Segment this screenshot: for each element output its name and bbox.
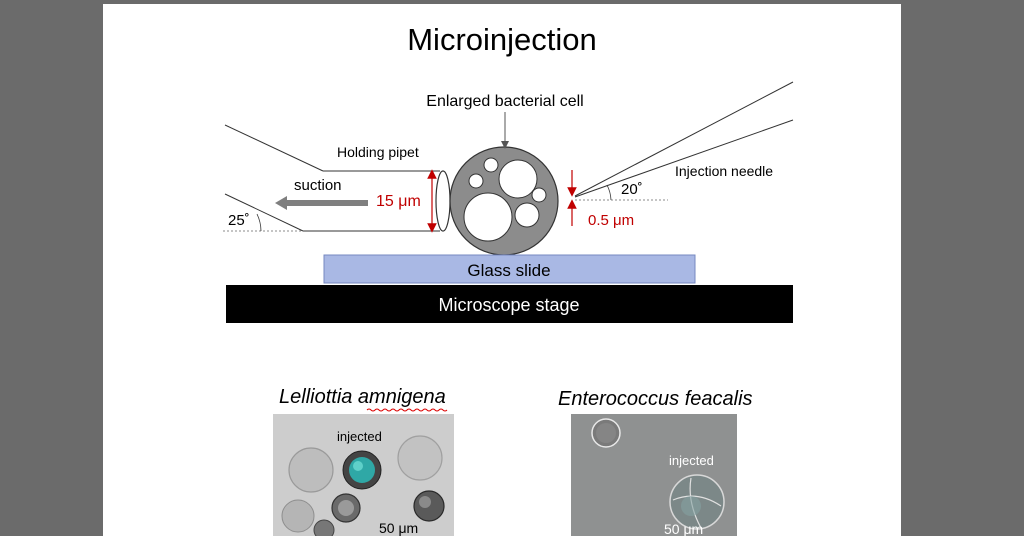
needle-angle-label: 20˚ (621, 181, 643, 198)
enlarged-cell-label: Enlarged bacterial cell (426, 93, 583, 110)
microscope-stage-label: Microscope stage (438, 295, 579, 315)
needle-label: Injection needle (675, 163, 773, 179)
pipet-diameter-label: 15 μm (376, 193, 421, 210)
bacterial-cell (449, 112, 559, 256)
species-caption-1: Lelliottia amnigena (279, 386, 446, 408)
injected-label-1: injected (337, 429, 382, 444)
scale-bar-label-1: 50 μm (379, 520, 419, 536)
micrograph-enterococcus: injected 50 μm (571, 414, 737, 536)
glass-slide-label: Glass slide (467, 261, 550, 280)
glass-slide: Glass slide (323, 254, 696, 284)
needle-tip-label: 0.5 μm (588, 212, 634, 229)
suction-label: suction (294, 177, 342, 194)
injection-needle (574, 81, 794, 201)
holding-pipet (223, 124, 451, 232)
injected-label-2: injected (669, 453, 714, 468)
cells-image-2 (571, 414, 737, 536)
page-title: Microinjection (407, 22, 597, 57)
slide: Microinjection (103, 4, 901, 536)
holding-pipet-label: Holding pipet (337, 144, 419, 160)
species-underline-1 (366, 408, 448, 412)
suction-arrow (275, 196, 368, 210)
microscope-stage: Microscope stage (226, 285, 793, 323)
microinjection-diagram: Glass slide Microscope stage Enlarged ba… (223, 81, 794, 323)
micrograph-lelliottia: injected 50 μm (273, 414, 454, 536)
pipet-angle-label: 25˚ (228, 212, 250, 229)
species-caption-2: Enterococcus feacalis (558, 388, 753, 410)
scale-bar-label-2: 50 μm (664, 521, 704, 536)
cells-image-1 (273, 414, 454, 536)
